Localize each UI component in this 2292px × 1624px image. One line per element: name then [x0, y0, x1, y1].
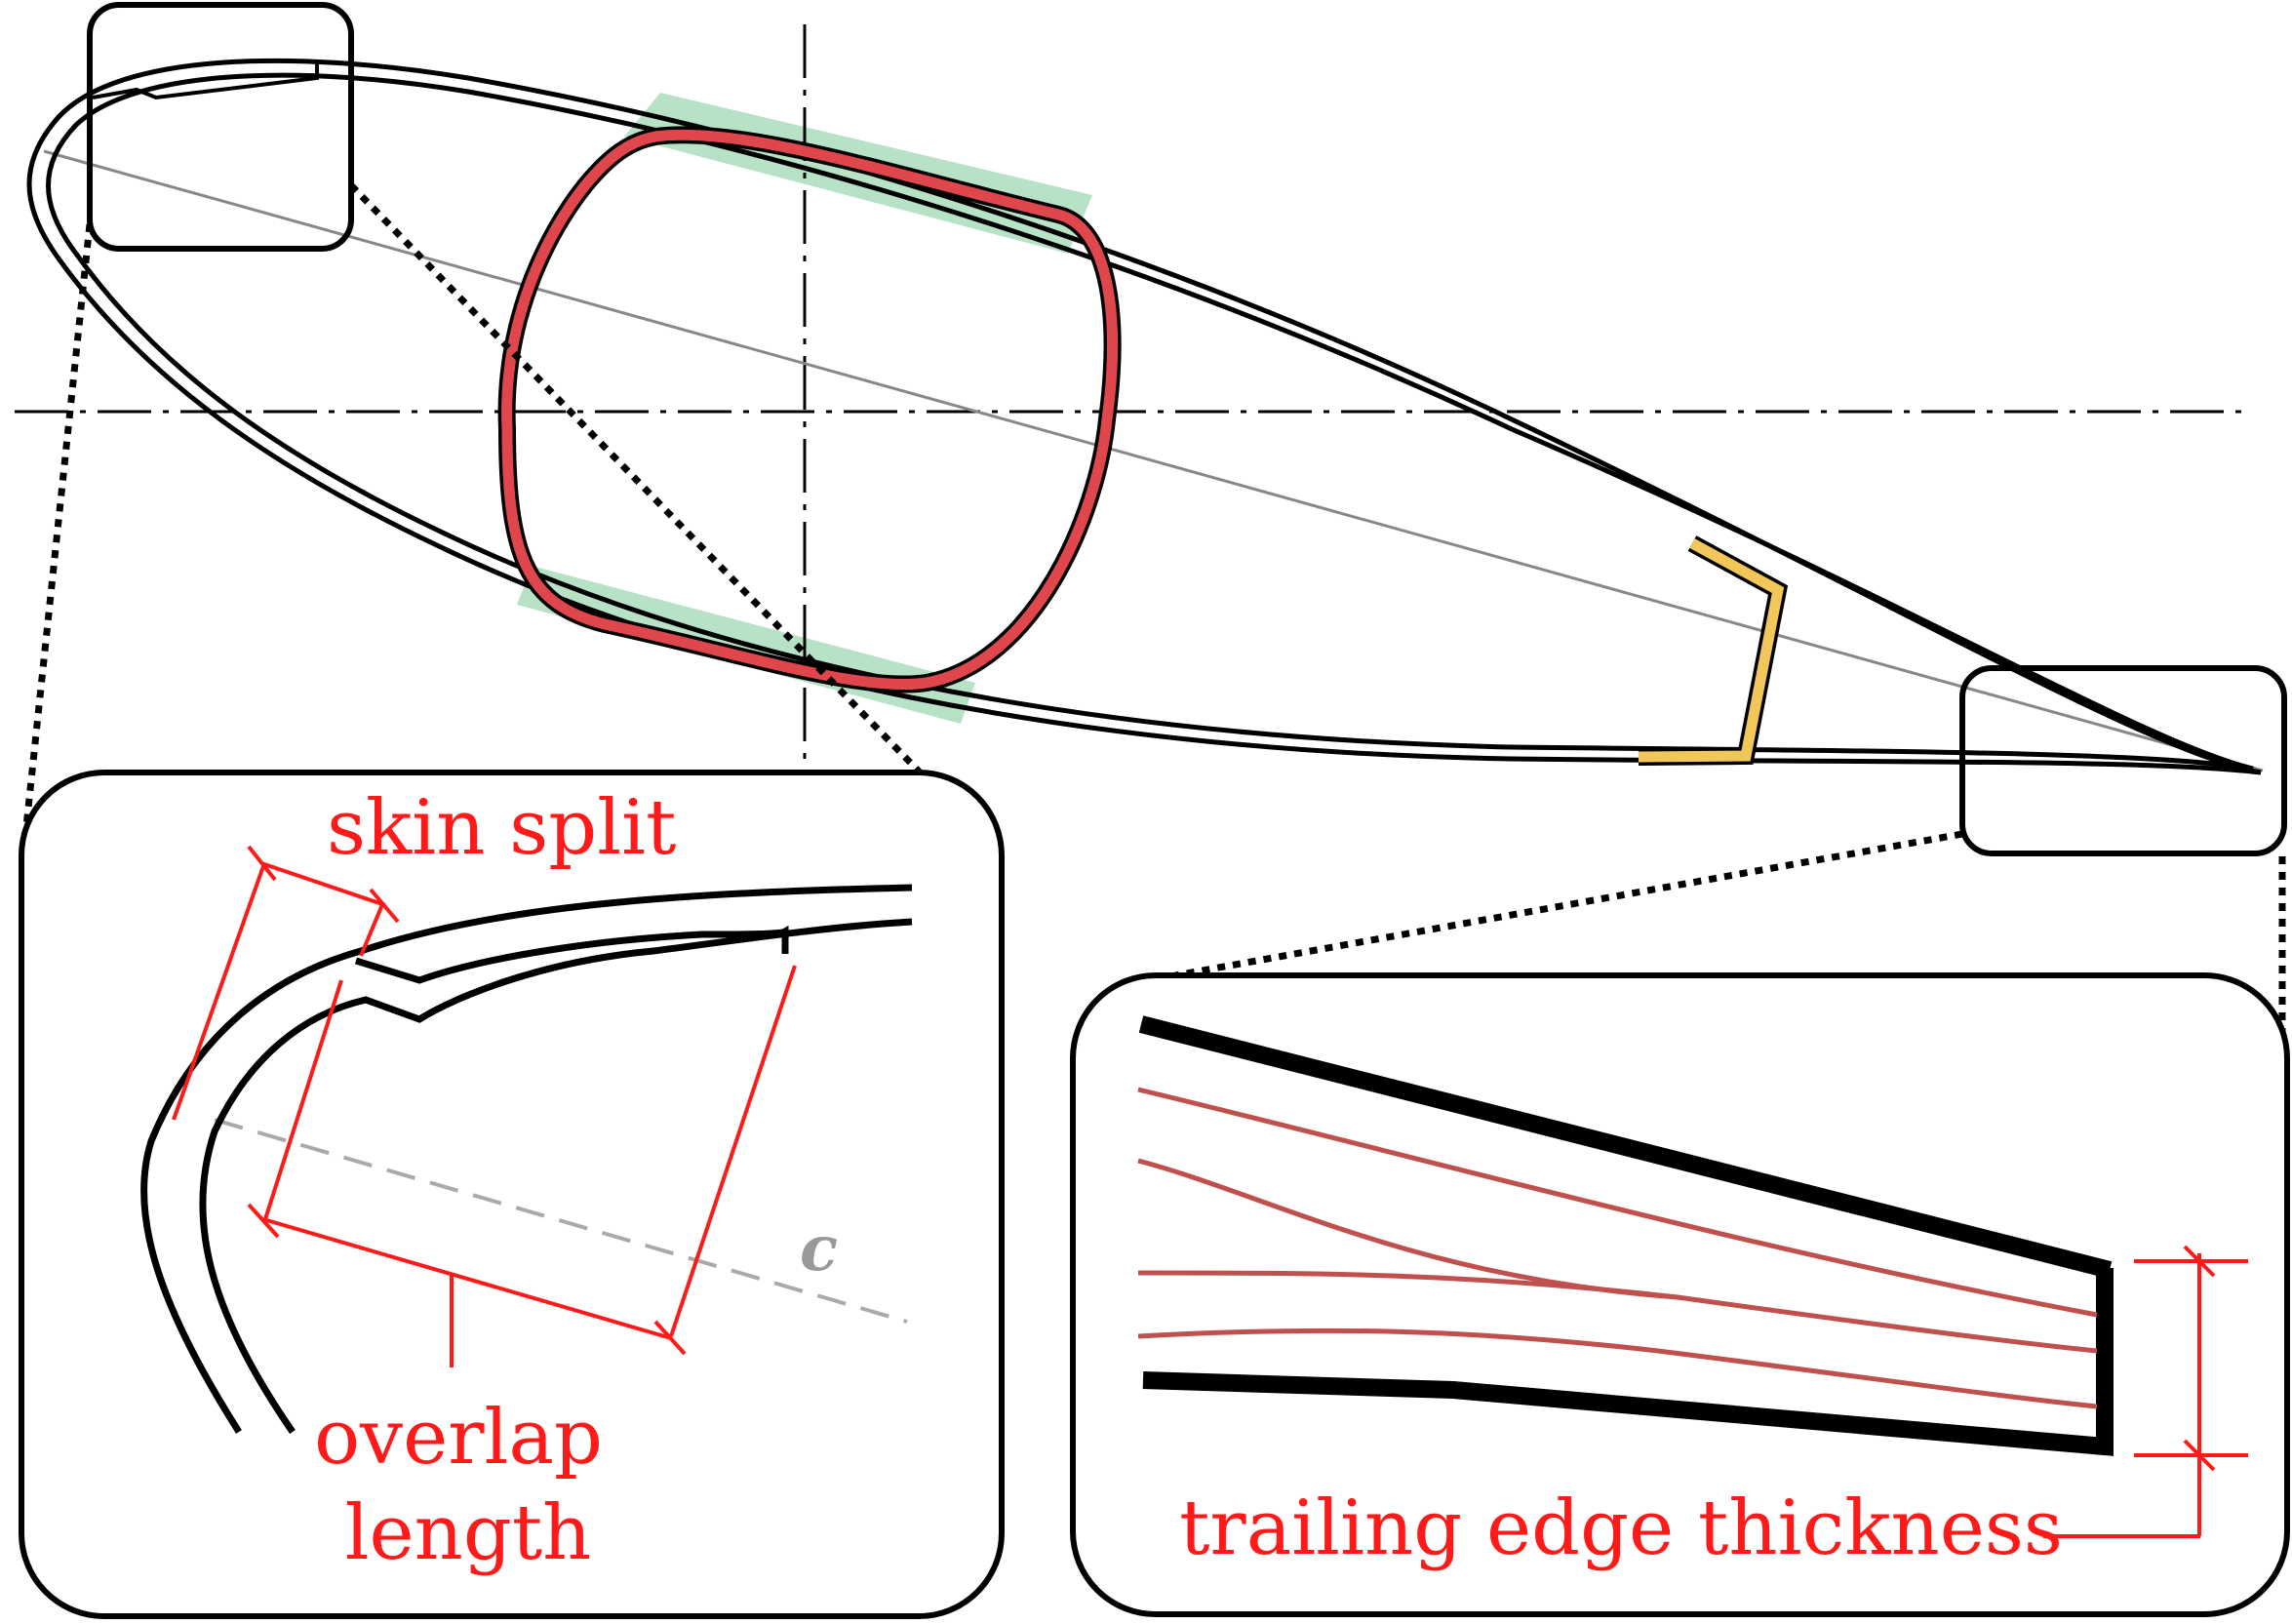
skin-split-ext-right: [359, 901, 385, 957]
skin-split-ext-left: [172, 865, 265, 1121]
overlap-label-line2: length: [345, 1489, 592, 1577]
airfoil-outer-skin: [26, 58, 2262, 775]
skin-split-feature: [92, 63, 319, 100]
box-spar-fill: [501, 129, 1119, 691]
chord-line: [43, 149, 2264, 772]
trailing-edge-web-fill: [1638, 538, 1785, 763]
ply-line-1: [1137, 1087, 2098, 1318]
te-lower-skin-and-edge: [1142, 1268, 2114, 1456]
connector-le-right: [348, 182, 959, 812]
upper-spar-cap: [624, 93, 1092, 254]
leading-edge-detail: skin split c overlap length: [19, 770, 1005, 1619]
chord-dashed-line: [214, 1118, 908, 1324]
ply-line-4: [1137, 1327, 2098, 1409]
te-thickness-ticks: [2183, 1245, 2216, 1472]
overlap-label-line1: overlap: [314, 1394, 603, 1482]
leading-edge-zoom-box: [87, 2, 354, 252]
overlap-ext-right: [669, 965, 797, 1337]
leading-edge-detail-frame: [19, 770, 1005, 1619]
skin-split-ticks: [247, 845, 400, 924]
ply-lines: [1137, 1087, 2098, 1409]
overlap-ext-left: [263, 979, 343, 1220]
connector-te-left: [1174, 830, 1963, 979]
trailing-edge-zoom-box: [1959, 665, 2287, 856]
airfoil-section: [15, 2, 2287, 1044]
trailing-edge-detail: trailing edge thickness: [1070, 972, 2290, 1617]
ply-line-3: [1137, 1270, 2098, 1354]
le-inner-ply: [354, 925, 789, 984]
overlap-ticks: [247, 1203, 687, 1356]
trailing-edge-detail-frame: [1070, 972, 2290, 1617]
te-upper-skin: [1138, 1015, 2113, 1279]
overlap-dim-line: [262, 1217, 672, 1340]
le-outer-skin: [140, 884, 913, 1434]
le-inner-skin: [199, 918, 913, 1434]
airfoil-inner-skin: [46, 72, 2254, 772]
skin-split-dim-line: [260, 861, 386, 907]
chord-label: c: [800, 1212, 838, 1286]
trailing-edge-thickness-label: trailing edge thickness: [1179, 1485, 2063, 1572]
skin-split-label: skin split: [327, 784, 676, 872]
